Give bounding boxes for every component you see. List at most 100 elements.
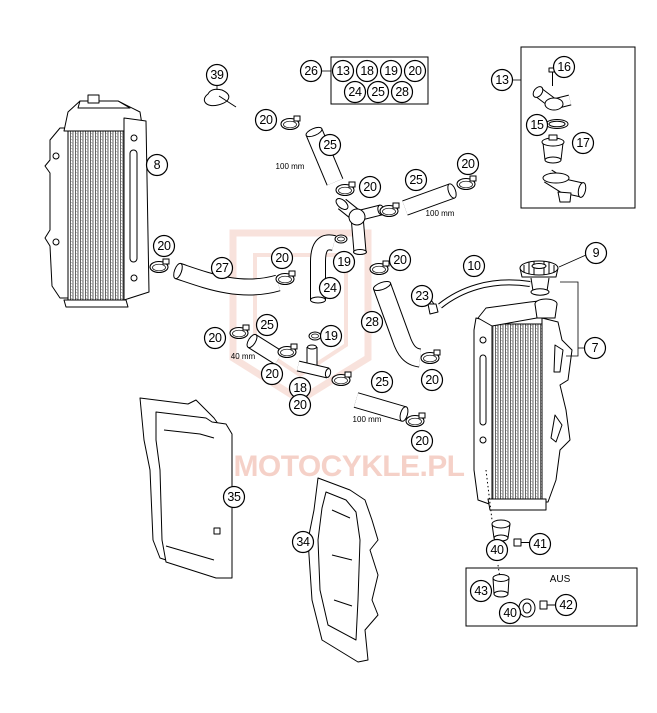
callout-number: 19 <box>324 329 338 343</box>
callout: 25 <box>370 370 394 394</box>
callout: 20 <box>420 368 444 392</box>
callout-number: 39 <box>210 68 224 82</box>
callout: 10 <box>462 254 486 278</box>
callout: 40 <box>485 538 509 562</box>
callout-number: 23 <box>415 289 429 303</box>
callout: 20 <box>410 429 434 453</box>
callout-kit-item: 19 <box>379 59 403 83</box>
callout-number: 25 <box>323 138 337 152</box>
callout-number: 25 <box>260 318 274 332</box>
hose-clamp <box>280 115 301 131</box>
kit-box <box>330 56 429 105</box>
callout: 7 <box>583 336 607 360</box>
callout-number: 24 <box>323 281 337 295</box>
callout-number: 42 <box>559 598 573 612</box>
callout-number: 40 <box>503 606 517 620</box>
hose-clamp <box>379 202 400 218</box>
callout-number: 20 <box>275 251 289 265</box>
thermostat-housing <box>542 169 587 203</box>
callout: 18 <box>288 376 312 400</box>
callout-aus-item: 42 <box>554 593 578 617</box>
callout: 20 <box>288 393 312 417</box>
callout: 20 <box>270 246 294 270</box>
hose-24 <box>310 234 336 304</box>
cable-tie <box>203 88 237 108</box>
callout-kit-ref: 26 <box>299 59 323 83</box>
hose-clamp <box>405 412 426 428</box>
callout-kit-item: 25 <box>366 80 390 104</box>
t-piece-18 <box>296 344 332 379</box>
screw-42 <box>539 600 556 610</box>
callout-number: 28 <box>395 85 409 99</box>
callout: 20 <box>260 362 284 386</box>
callout: 20 <box>358 175 382 199</box>
callout: 8 <box>145 153 169 177</box>
callout: 34 <box>291 530 315 554</box>
callout-number: 18 <box>360 64 374 78</box>
callout-number: 20 <box>415 434 429 448</box>
callout: 20 <box>456 152 480 176</box>
callout-kit-item: 20 <box>403 59 427 83</box>
hose-25-40mm <box>246 333 284 365</box>
callout-number: 43 <box>474 584 488 598</box>
callout: 20 <box>254 108 278 132</box>
callout-thermostat-item: 15 <box>525 113 549 137</box>
aus-label: AUS <box>550 574 571 585</box>
callout-thermostat-item: 17 <box>571 131 595 155</box>
callout-number: 13 <box>495 73 509 87</box>
callout-number: 41 <box>533 537 547 551</box>
callout-number: 19 <box>384 64 398 78</box>
callout-number: 7 <box>592 341 599 355</box>
callout-number: 8 <box>154 158 161 172</box>
callout-kit-item: 13 <box>331 59 355 83</box>
callout-number: 20 <box>363 180 377 194</box>
radiator-guard-35 <box>139 397 233 579</box>
left-radiator <box>44 94 150 308</box>
callout: 19 <box>319 324 343 348</box>
callout-number: 25 <box>409 173 423 187</box>
grommet-43 <box>492 574 510 598</box>
callout-number: 27 <box>215 261 229 275</box>
thermostat-box <box>520 46 636 209</box>
callout-number: 13 <box>336 64 350 78</box>
callout: 20 <box>152 234 176 258</box>
callout: 20 <box>388 248 412 272</box>
screw-41 <box>513 538 530 547</box>
hose-clamp <box>277 343 298 359</box>
callout-number: 10 <box>467 259 481 273</box>
grommet-40 <box>491 519 511 542</box>
watermark-text: KMMOTOCYKLE.PL <box>188 450 465 483</box>
callout-thermostat-ref: 13 <box>490 68 514 92</box>
callout-number: 20 <box>393 253 407 267</box>
callout: 24 <box>318 276 342 300</box>
callout: 20 <box>203 326 227 350</box>
hose-10-overflow <box>438 279 531 309</box>
callout: 19 <box>332 250 356 274</box>
callout: 25 <box>255 313 279 337</box>
callout-kit-item: 18 <box>355 59 379 83</box>
thermostat <box>541 134 565 164</box>
hose-28 <box>372 280 422 368</box>
hose-25-upper <box>305 126 344 186</box>
hose-clamp <box>149 258 170 274</box>
callout-number: 20 <box>408 64 422 78</box>
callout-number: 20 <box>265 367 279 381</box>
callout: 25 <box>318 133 342 157</box>
dimension-label: 100 mm <box>426 209 455 218</box>
callout-number: 20 <box>157 239 171 253</box>
callout-number: 16 <box>557 60 571 74</box>
hose-27 <box>173 262 281 296</box>
callout-number: 17 <box>576 136 590 150</box>
callout: 23 <box>410 284 434 308</box>
hose-clamp <box>456 175 477 191</box>
dimension-label: 100 mm <box>353 415 382 424</box>
callout-aus-item: 43 <box>469 579 493 603</box>
thermostat-cover-fitting <box>532 86 572 111</box>
callout-number: 20 <box>425 373 439 387</box>
callout-number: 28 <box>365 315 379 329</box>
callout-number: 20 <box>461 157 475 171</box>
callout-number: 26 <box>304 64 318 78</box>
aus-box <box>465 567 638 627</box>
callout: 25 <box>404 168 428 192</box>
